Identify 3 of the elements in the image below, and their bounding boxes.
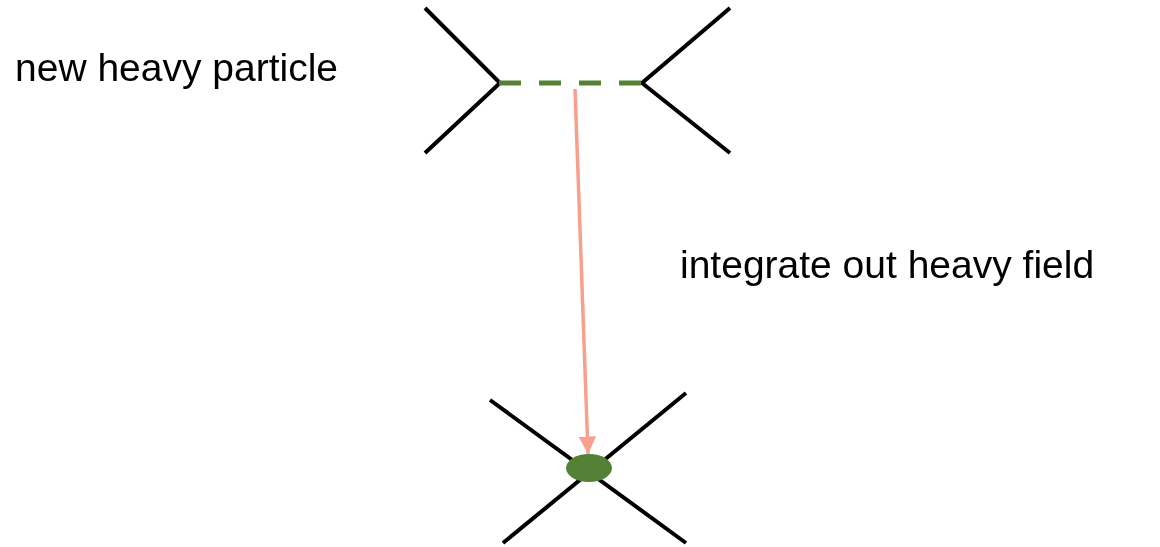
vertex-blob: [566, 454, 612, 482]
arrow: [573, 88, 597, 455]
particle-caption: new heavy particle: [15, 46, 338, 91]
